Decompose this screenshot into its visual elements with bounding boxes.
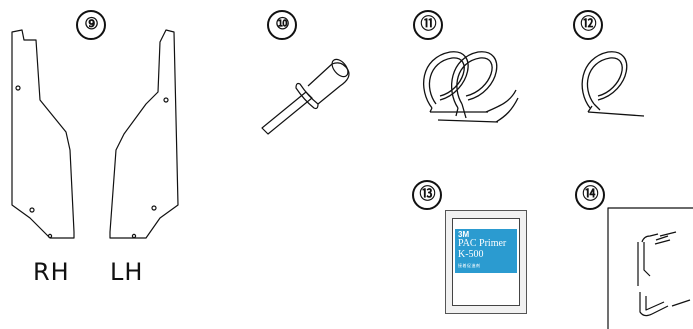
bracket-sheet-drawing	[607, 207, 693, 329]
primer-brand: 3M	[458, 230, 470, 239]
item-number-12: ⑫	[573, 10, 603, 40]
hole	[15, 85, 21, 91]
mud-flap-lh	[109, 29, 179, 239]
label-rh: RH	[33, 258, 70, 286]
hole	[131, 233, 137, 239]
item-number-13: ⑬	[412, 180, 442, 210]
item-number-9: ⑨	[76, 10, 106, 40]
hole	[29, 207, 35, 213]
cable-drawing	[581, 51, 645, 117]
primer-code: K-500	[458, 249, 484, 260]
primer-package-window: 3M PAC Primer K-500 接着促進剤	[452, 218, 520, 306]
item-number-14: ⑭	[575, 180, 605, 210]
mud-flap-rh	[11, 29, 75, 239]
hole	[47, 233, 53, 239]
rivet-drawing	[261, 58, 350, 135]
cable-pair-drawing	[422, 51, 519, 123]
primer-fine-print: 接着促進剤	[458, 263, 481, 268]
primer-name: PAC Primer	[458, 238, 507, 249]
primer-package: 3M PAC Primer K-500 接着促進剤	[445, 210, 527, 314]
hole	[163, 97, 169, 103]
item-number-10: ⑩	[267, 10, 297, 40]
hole	[151, 205, 157, 211]
item-number-11: ⑪	[413, 10, 443, 40]
primer-label: 3M PAC Primer K-500 接着促進剤	[455, 229, 517, 273]
label-lh: LH	[110, 258, 144, 286]
